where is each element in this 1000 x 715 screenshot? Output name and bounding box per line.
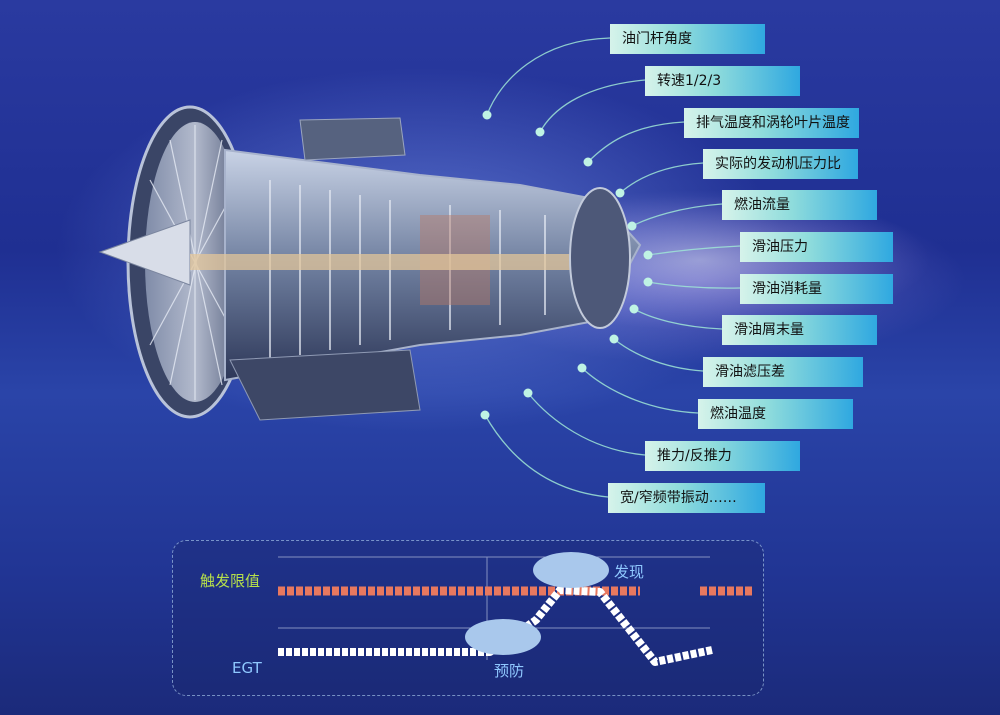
leader-dot bbox=[577, 363, 587, 373]
trend-monitor-panel bbox=[172, 540, 764, 696]
leader-dot bbox=[480, 410, 490, 420]
label-oil-debris: 滑油屑末量 bbox=[722, 315, 877, 345]
prevent-label: 预防 bbox=[494, 662, 525, 680]
accessory-gearbox bbox=[229, 349, 421, 421]
spinner-cone bbox=[98, 219, 191, 286]
exhaust-nozzle bbox=[569, 187, 631, 329]
leader-dot bbox=[643, 277, 653, 287]
leader-dot bbox=[535, 127, 545, 137]
leader-dot bbox=[609, 334, 619, 344]
leader-dot bbox=[627, 221, 637, 231]
leader-dot bbox=[629, 304, 639, 314]
prevent-bubble bbox=[465, 619, 541, 655]
label-throttle-lever-angle: 油门杆角度 bbox=[610, 24, 765, 54]
leader-dot bbox=[523, 388, 533, 398]
label-rotor-speed: 转速1/2/3 bbox=[645, 66, 800, 96]
top-accessories bbox=[299, 117, 406, 161]
label-engine-pressure-ratio: 实际的发动机压力比 bbox=[703, 149, 858, 179]
engine-shaft bbox=[190, 254, 630, 270]
label-oil-consumption: 滑油消耗量 bbox=[740, 274, 893, 304]
label-vibration: 宽/窄频带振动…… bbox=[608, 483, 765, 513]
leader-dot bbox=[615, 188, 625, 198]
leader-dot bbox=[583, 157, 593, 167]
detect-bubble bbox=[533, 552, 609, 588]
label-egt-blade-temperature: 排气温度和涡轮叶片温度 bbox=[684, 108, 859, 138]
label-fuel-flow: 燃油流量 bbox=[722, 190, 877, 220]
label-fuel-temperature: 燃油温度 bbox=[698, 399, 853, 429]
label-oil-pressure: 滑油压力 bbox=[740, 232, 893, 262]
label-oil-filter-dp: 滑油滤压差 bbox=[703, 357, 863, 387]
detect-label: 发现 bbox=[614, 563, 645, 581]
egt-label: EGT bbox=[232, 659, 262, 677]
leader-dot bbox=[482, 110, 492, 120]
leader-dot bbox=[643, 250, 653, 260]
threshold-label: 触发限值 bbox=[200, 572, 261, 590]
label-thrust-reverse: 推力/反推力 bbox=[645, 441, 800, 471]
